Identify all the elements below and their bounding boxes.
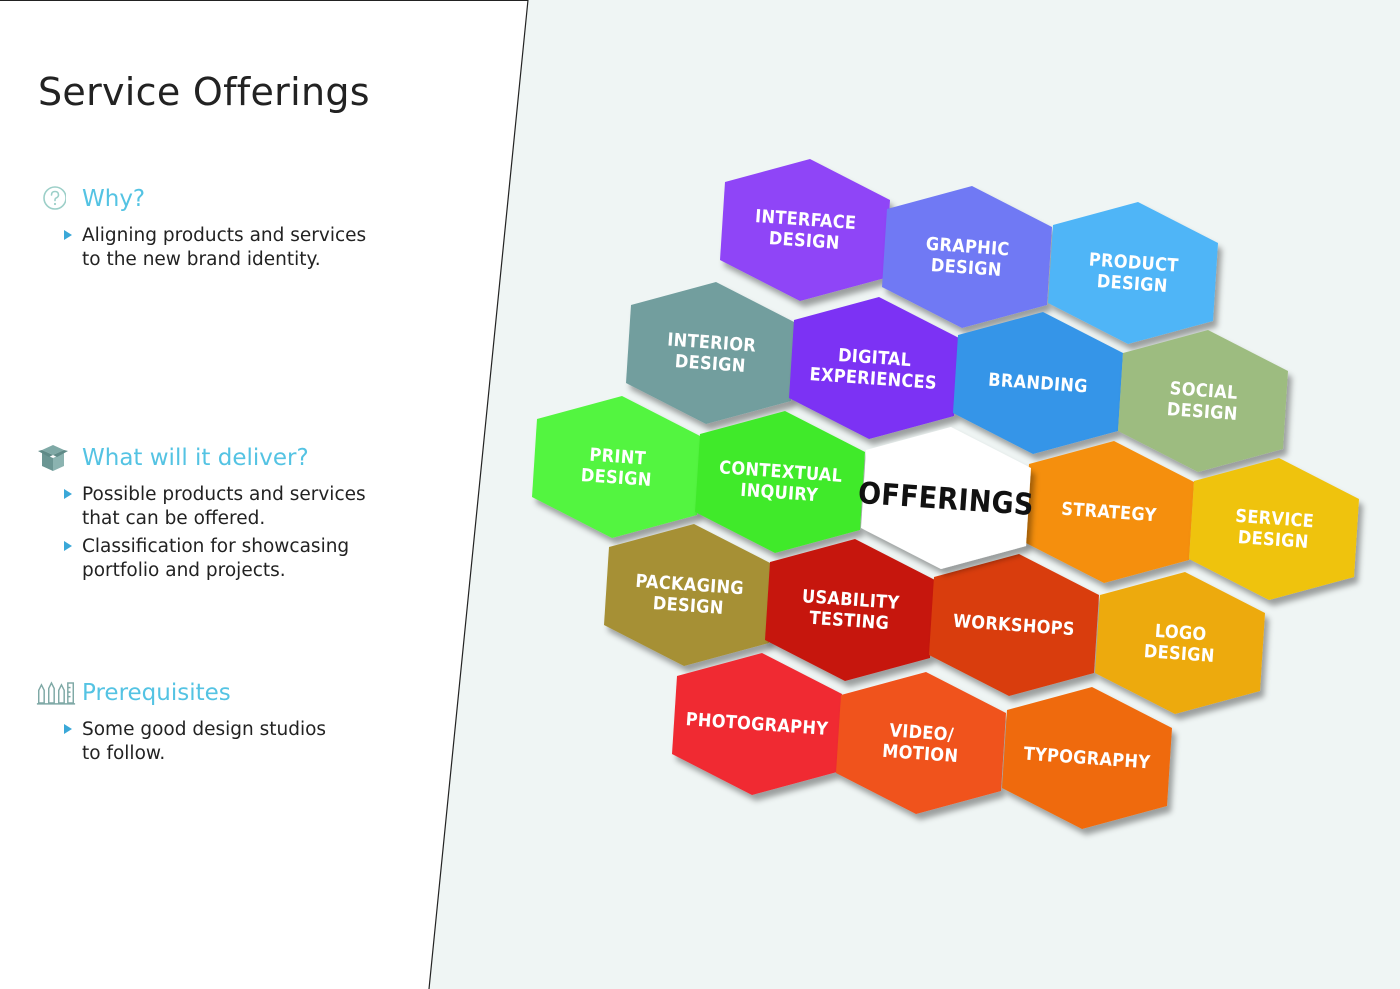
hexagon-print-design: PRINTDESIGN xyxy=(532,396,702,538)
bullet-item: Possible products and services that can … xyxy=(62,483,402,531)
hexagon-shape xyxy=(789,297,959,439)
hexagon-label-line: DESIGN xyxy=(930,255,1002,281)
hexagon-label: GRAPHICDESIGN xyxy=(924,234,1010,282)
hexagon-label: SOCIALDESIGN xyxy=(1166,378,1240,425)
bullet-list: Aligning products and services to the ne… xyxy=(36,224,402,272)
hexagon-label: VIDEO/MOTION xyxy=(882,720,961,767)
bullet-text: Classification for showcasing portfolio … xyxy=(82,536,350,581)
section-title: Prerequisites xyxy=(82,680,231,706)
hexagon-service-design: SERVICEDESIGN xyxy=(1189,458,1359,600)
center-hexagon: OFFERINGS xyxy=(857,427,1035,569)
hexagon-usability-testing: USABILITYTESTING xyxy=(765,539,935,681)
section-header: What will it deliver? xyxy=(36,443,402,473)
hexagon-label-line: DESIGN xyxy=(768,228,840,254)
bullet-text: Aligning products and services to the ne… xyxy=(82,225,367,270)
hexagon-label-line: DESIGN xyxy=(1143,641,1215,667)
bullet-arrow-icon xyxy=(64,541,72,551)
hexagon-shape xyxy=(1002,687,1172,829)
question-circle-icon xyxy=(36,184,76,214)
hexagon-label: PACKAGINGDESIGN xyxy=(633,571,744,620)
hexagon-shape xyxy=(672,653,842,795)
hexagon-social-design: SOCIALDESIGN xyxy=(1118,330,1288,472)
hexagon-packaging-design: PACKAGINGDESIGN xyxy=(604,524,774,666)
hexagon-label: PRINTDESIGN xyxy=(580,444,654,491)
section-header: Prerequisites xyxy=(36,678,402,708)
hexagon-label: LOGODESIGN xyxy=(1143,620,1217,667)
hexagon-shape xyxy=(1118,330,1288,472)
hexagon-shape xyxy=(695,411,865,553)
bullet-text: Possible products and services that can … xyxy=(82,484,366,529)
hexagon-label-line: PRINT xyxy=(589,445,647,470)
section-deliverables: What will it deliver? Possible products … xyxy=(36,443,402,587)
section-prerequisites: Prerequisites Some good design studios t… xyxy=(36,678,402,770)
hexagon-digital-experiences: DIGITALEXPERIENCES xyxy=(789,297,959,439)
bullet-arrow-icon xyxy=(64,724,72,734)
hexagon-shape xyxy=(626,282,796,424)
hexagon-contextual-inquiry: CONTEXTUALINQUIRY xyxy=(695,411,865,553)
bullet-arrow-icon xyxy=(64,230,72,240)
hexagon-workshops: WORKSHOPS xyxy=(929,554,1099,696)
hexagon-video-motion: VIDEO/MOTION xyxy=(836,672,1006,814)
page-title: Service Offerings xyxy=(38,70,370,114)
hexagon-label-line: DESIGN xyxy=(1096,271,1168,297)
bullet-arrow-icon xyxy=(64,489,72,499)
bullet-item: Classification for showcasing portfolio … xyxy=(62,535,402,583)
open-box-icon xyxy=(36,443,76,473)
hexagon-graphic-design: GRAPHICDESIGN xyxy=(882,186,1052,328)
section-why: Why? Aligning products and services to t… xyxy=(36,184,402,276)
hexagon-label-line: LOGO xyxy=(1154,621,1207,646)
hexagon-label: SERVICEDESIGN xyxy=(1233,506,1315,553)
hexagon-shape xyxy=(953,312,1123,454)
bullet-text: Some good design studios to follow. xyxy=(82,719,327,764)
hexagon-typography: TYPOGRAPHY xyxy=(1002,687,1172,829)
hexagon-label-line: DESIGN xyxy=(580,465,652,491)
hexagon-label-line: DESIGN xyxy=(652,593,724,619)
hexagon-label: DIGITALEXPERIENCES xyxy=(809,343,939,394)
bullet-list: Some good design studios to follow. xyxy=(36,718,402,766)
section-title: What will it deliver? xyxy=(82,445,309,471)
hexagon-shape xyxy=(532,396,702,538)
hexagon-label-line: DESIGN xyxy=(674,351,746,377)
hexagon-label-line: DESIGN xyxy=(1166,399,1238,425)
hexagon-shape xyxy=(929,554,1099,696)
hexagon-label-line: VIDEO/ xyxy=(889,720,955,745)
hexagon-strategy: STRATEGY xyxy=(1024,441,1194,583)
hexagon-product-design: PRODUCTDESIGN xyxy=(1048,202,1218,344)
hexagon-shape xyxy=(720,159,890,301)
section-header: Why? xyxy=(36,184,402,214)
hexagon-shape xyxy=(836,672,1006,814)
hexagon-shape xyxy=(1095,572,1265,714)
hexagon-branding: BRANDING xyxy=(953,312,1123,454)
hexagon-label: INTERIORDESIGN xyxy=(665,329,757,377)
bullet-item: Some good design studios to follow. xyxy=(62,718,402,766)
hexagon-shape xyxy=(604,524,774,666)
hexagon-shape xyxy=(1024,441,1194,583)
panel-divider xyxy=(428,0,529,989)
hexagon-interface-design: INTERFACEDESIGN xyxy=(720,159,890,301)
hexagon-shape xyxy=(882,186,1052,328)
hexagon-label: PRODUCTDESIGN xyxy=(1087,249,1179,297)
bullet-list: Possible products and services that can … xyxy=(36,483,402,583)
hexagon-label: USABILITYTESTING xyxy=(800,586,900,635)
hexagon-shape xyxy=(765,539,935,681)
hexagon-shape xyxy=(1048,202,1218,344)
bullet-item: Aligning products and services to the ne… xyxy=(62,224,402,272)
section-title: Why? xyxy=(82,186,146,212)
center-hexagon-shape xyxy=(861,427,1031,569)
hexagon-shape xyxy=(1189,458,1359,600)
hexagon-label-line: SOCIAL xyxy=(1169,378,1238,404)
hexagon-logo-design: LOGODESIGN xyxy=(1095,572,1265,714)
hexagon-photography: PHOTOGRAPHY xyxy=(672,653,842,795)
design-tools-icon xyxy=(36,678,76,708)
hexagon-interior-design: INTERIORDESIGN xyxy=(626,282,796,424)
hexagon-label-line: DESIGN xyxy=(1237,527,1309,553)
hexagon-label-line: DIGITAL xyxy=(837,345,912,371)
